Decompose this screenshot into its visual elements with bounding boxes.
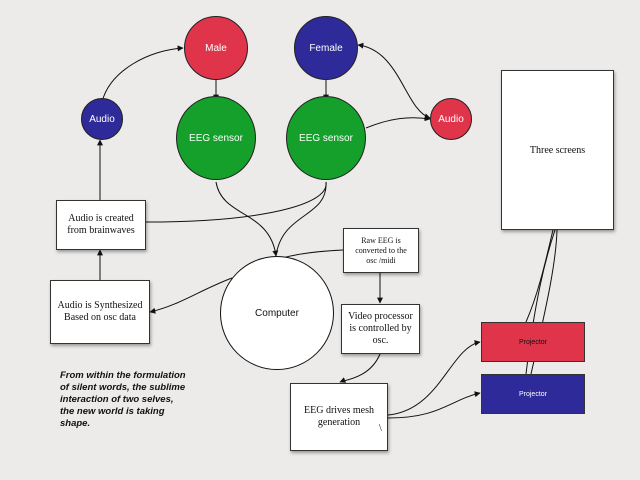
edge-audio-to-male: [101, 45, 184, 103]
edge-eeg-to-audio-right: [365, 115, 431, 129]
edge-female-audio-bidir: [357, 42, 431, 120]
edge-computer-to-synth: [149, 277, 233, 314]
node-eeg-sensor-female: EEG sensor: [286, 96, 366, 180]
node-raw-eeg: Raw EEG is converted to the osc /midi: [343, 228, 419, 273]
edge-mesh-to-projector-bottom: [387, 391, 481, 419]
node-computer: Computer: [220, 256, 334, 370]
node-projector-bottom: Projector: [481, 374, 585, 414]
node-eeg-sensor-male: EEG sensor: [176, 96, 256, 180]
edge-eeg-right-to-audio-created: [145, 181, 327, 223]
edge-mesh-to-projector-top: [387, 340, 481, 416]
node-three-screens: Three screens: [501, 70, 614, 230]
mesh-mark: \: [379, 423, 382, 434]
node-audio-right: Audio: [430, 98, 472, 140]
node-three-screens-label: Three screens: [529, 145, 586, 156]
node-male: Male: [184, 16, 248, 80]
edge-eeg-left-to-computer: [215, 181, 279, 257]
edge-eeg-right-to-computer: [275, 181, 327, 257]
caption-text: From within the formulation of silent wo…: [60, 370, 186, 429]
node-projector-top: Projector: [481, 322, 585, 362]
edge-video-to-mesh: [339, 353, 381, 383]
node-audio-left: Audio: [81, 98, 123, 140]
node-female: Female: [294, 16, 358, 80]
node-eeg-mesh-label: EEG drives mesh generation: [304, 405, 374, 428]
node-video-processor: Video processor is controlled by osc.: [341, 304, 420, 354]
node-eeg-mesh: EEG drives mesh generation: [290, 383, 388, 451]
edge-projector-top-to-screens: [525, 229, 554, 323]
node-audio-created: Audio is created from brainwaves: [56, 200, 146, 250]
node-audio-synthesized: Audio is Synthesized Based on osc data: [50, 280, 150, 344]
